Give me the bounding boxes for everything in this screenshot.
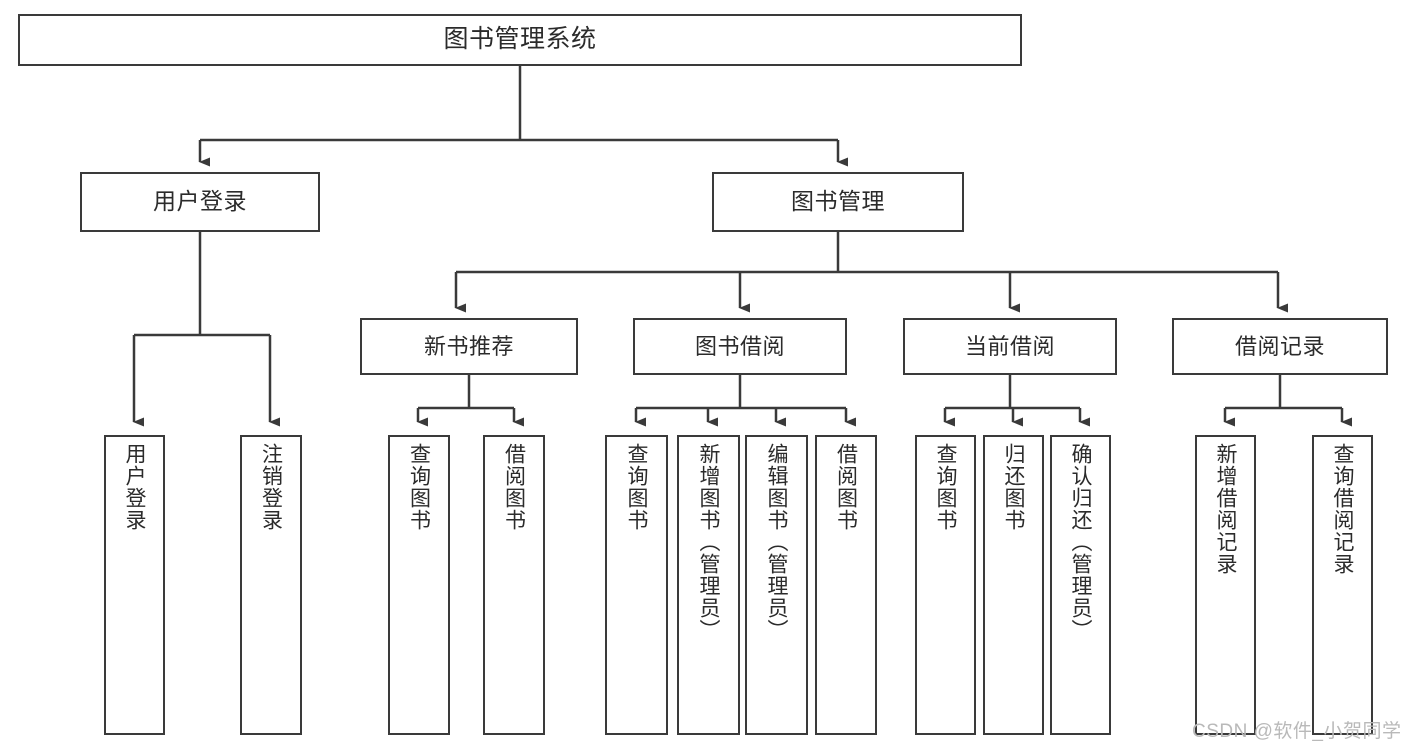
- node-new-book-recommend[interactable]: 新书推荐: [360, 318, 578, 375]
- leaf-label: 新增借阅记录: [1214, 443, 1238, 575]
- node-new-book-recommend-label: 新书推荐: [423, 333, 514, 359]
- leaf-label: 编辑图书（管理员）: [765, 443, 789, 641]
- leaf-user-login-signout[interactable]: 注销登录: [240, 435, 302, 735]
- leaf-record-query-borrow-record[interactable]: 查询借阅记录: [1312, 435, 1373, 735]
- node-root-label: 图书管理系统: [443, 25, 597, 54]
- leaf-label: 用户登录: [123, 443, 147, 531]
- leaf-borrow-add-book-admin[interactable]: 新增图书（管理员）: [677, 435, 740, 735]
- leaf-recommend-query-book[interactable]: 查询图书: [388, 435, 450, 735]
- node-book-borrow[interactable]: 图书借阅: [633, 318, 847, 375]
- node-borrow-record-label: 借阅记录: [1234, 333, 1325, 359]
- node-book-management[interactable]: 图书管理: [712, 172, 964, 232]
- leaf-label: 查询图书: [407, 443, 431, 531]
- node-book-management-label: 图书管理: [791, 188, 885, 215]
- node-current-borrow[interactable]: 当前借阅: [903, 318, 1117, 375]
- leaf-label: 借阅图书: [834, 443, 858, 531]
- leaf-label: 归还图书: [1002, 443, 1026, 531]
- node-current-borrow-label: 当前借阅: [964, 333, 1055, 359]
- leaf-current-query-book[interactable]: 查询图书: [915, 435, 976, 735]
- leaf-label: 注销登录: [259, 443, 283, 531]
- node-borrow-record[interactable]: 借阅记录: [1172, 318, 1388, 375]
- leaf-label: 借阅图书: [502, 443, 526, 531]
- csdn-watermark: CSDN @软件_小贺同学: [1192, 721, 1402, 742]
- leaf-label: 查询图书: [625, 443, 649, 531]
- leaf-label: 查询图书: [934, 443, 958, 531]
- leaf-borrow-query-book[interactable]: 查询图书: [605, 435, 668, 735]
- leaf-current-return-book[interactable]: 归还图书: [983, 435, 1044, 735]
- node-user-login-label: 用户登录: [153, 188, 247, 215]
- leaf-borrow-edit-book-admin[interactable]: 编辑图书（管理员）: [745, 435, 808, 735]
- leaf-current-confirm-return-admin[interactable]: 确认归还（管理员）: [1050, 435, 1111, 735]
- leaf-borrow-borrow-book[interactable]: 借阅图书: [815, 435, 877, 735]
- leaf-label: 确认归还（管理员）: [1069, 443, 1093, 641]
- leaf-record-add-borrow-record[interactable]: 新增借阅记录: [1195, 435, 1256, 735]
- leaf-user-login-signin[interactable]: 用户登录: [104, 435, 165, 735]
- node-book-borrow-label: 图书借阅: [694, 333, 785, 359]
- leaf-recommend-borrow-book[interactable]: 借阅图书: [483, 435, 545, 735]
- node-user-login[interactable]: 用户登录: [80, 172, 320, 232]
- leaf-label: 查询借阅记录: [1331, 443, 1355, 575]
- node-root-book-management-system[interactable]: 图书管理系统: [18, 14, 1022, 66]
- leaf-label: 新增图书（管理员）: [697, 443, 721, 641]
